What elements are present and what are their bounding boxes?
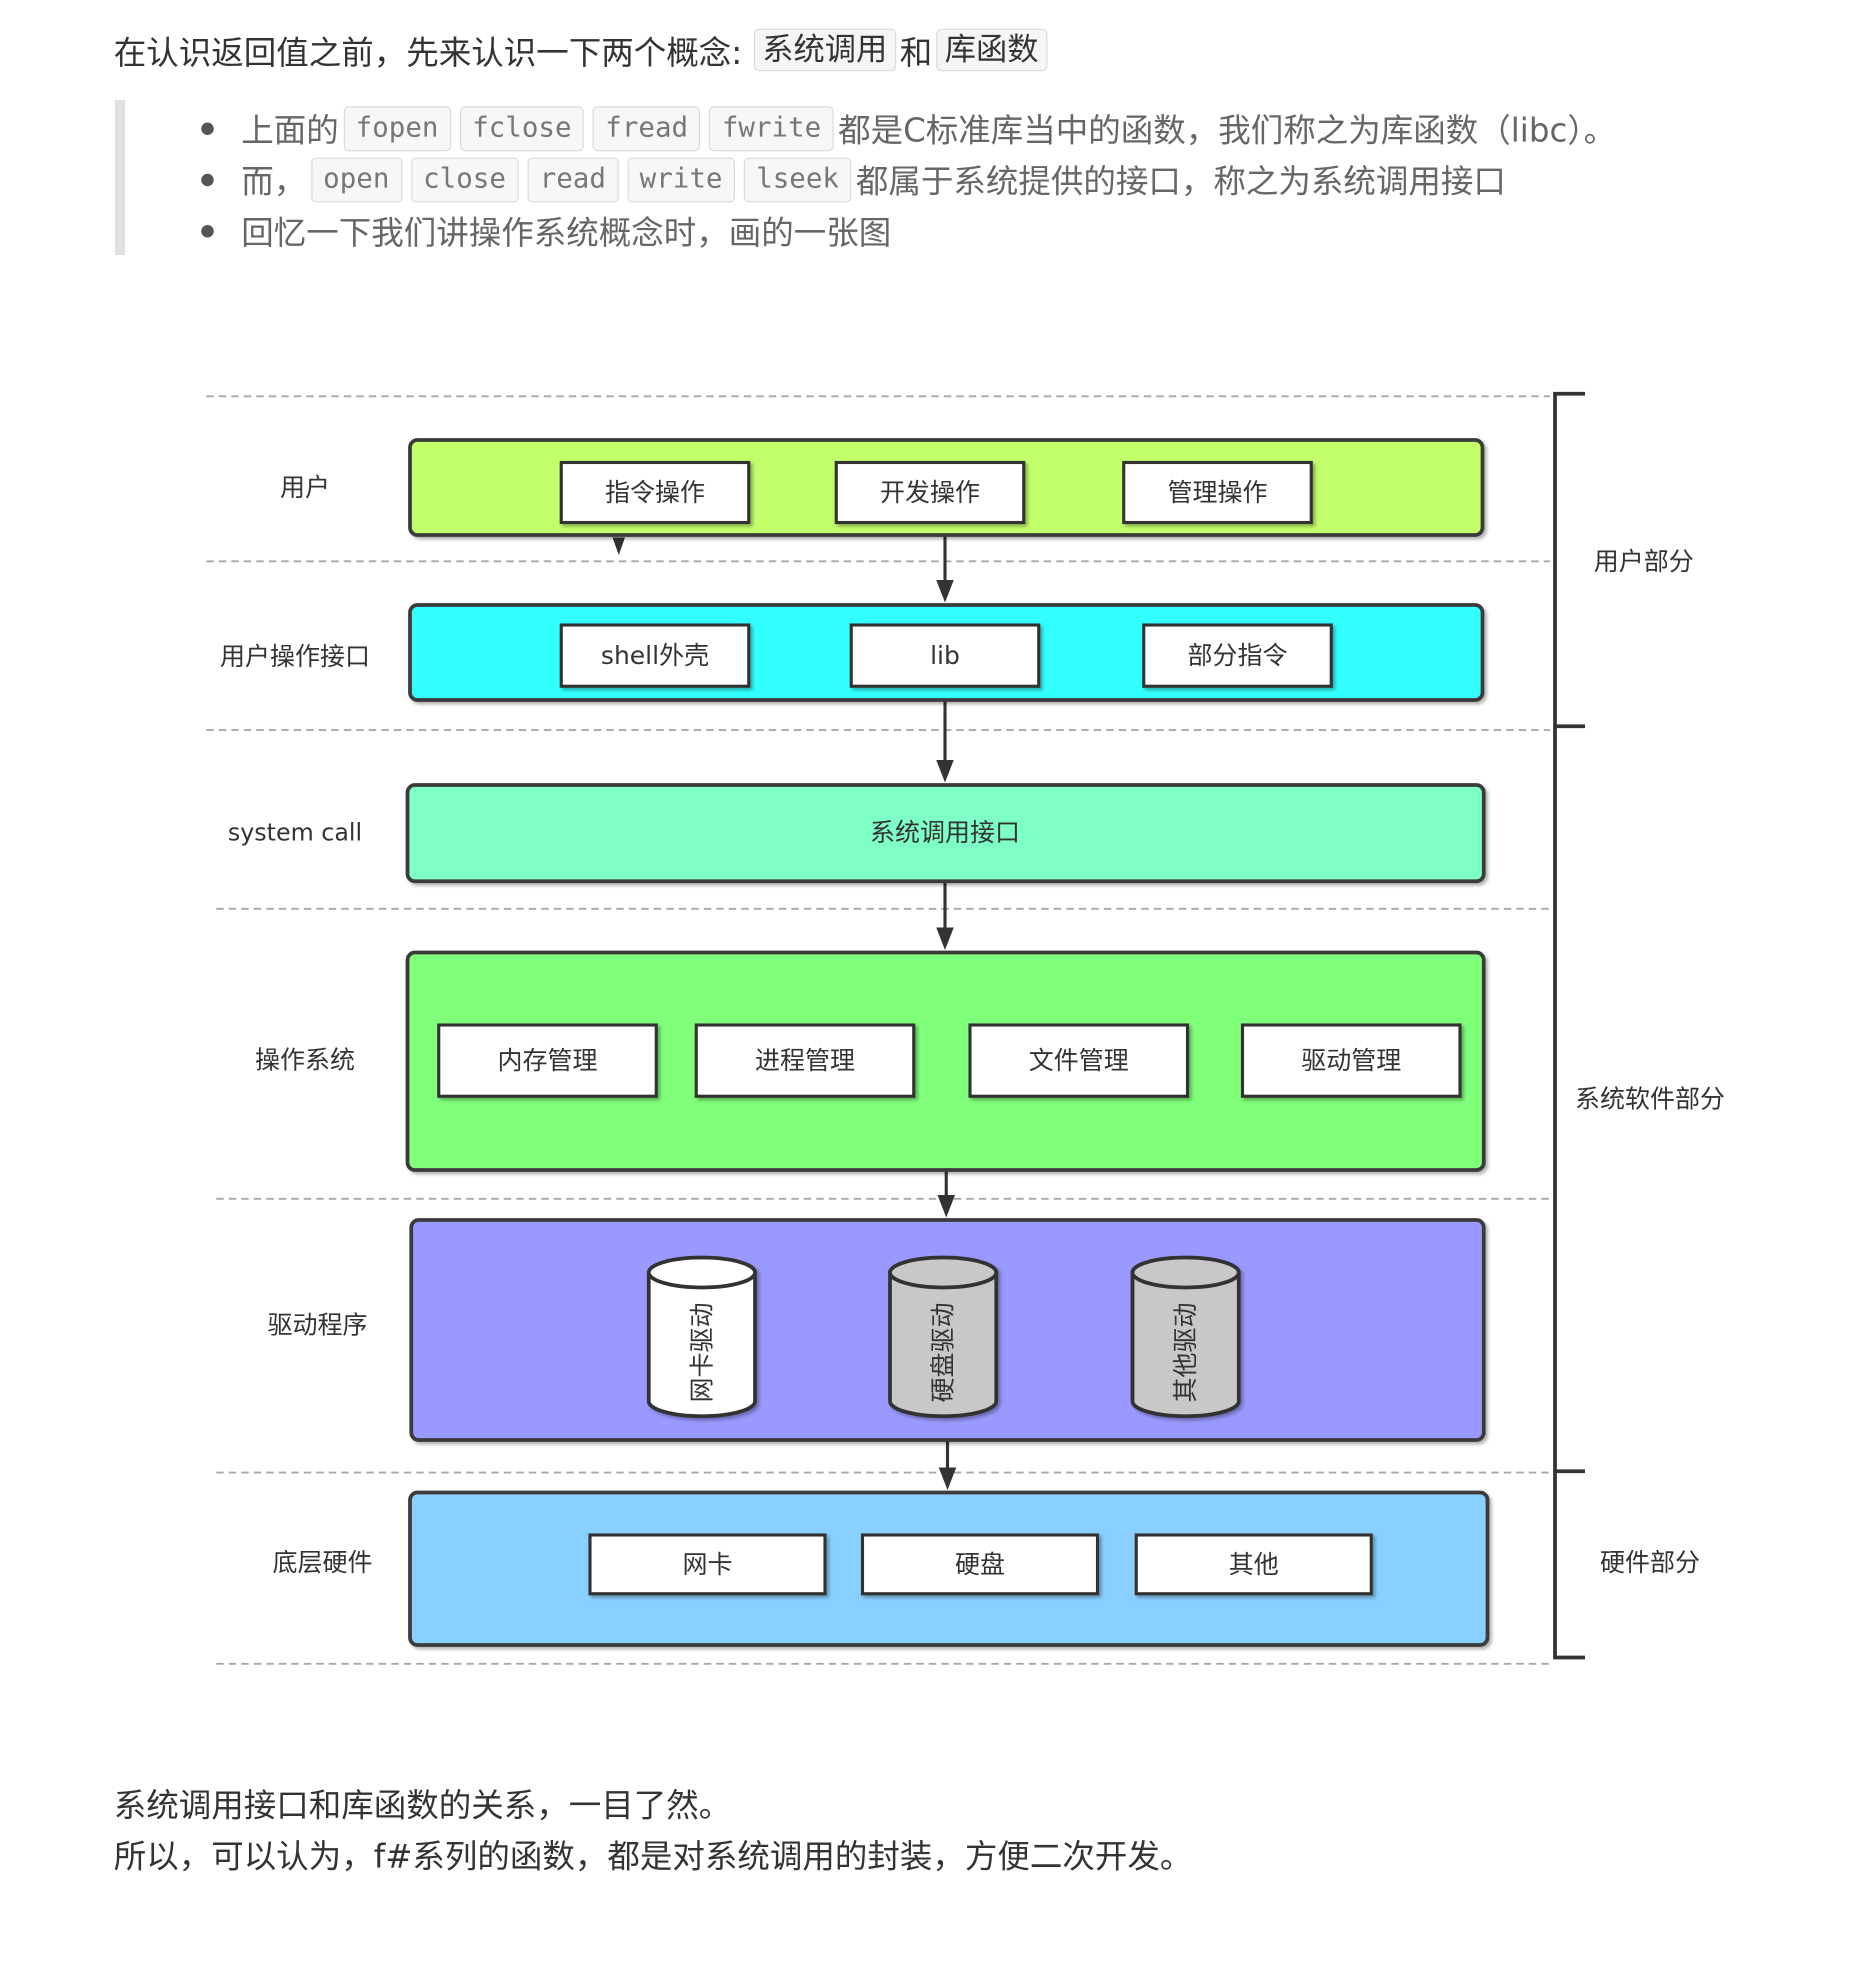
item-lib: lib	[930, 641, 960, 670]
list-item: 回忆一下我们讲操作系统概念时，画的一张图	[201, 205, 892, 256]
cylinder-other-driver	[1130, 1255, 1241, 1419]
arrowhead	[936, 580, 954, 603]
os-architecture-diagram: 用户部分 系统软件部分 硬件部分 用户 用户操作接口 system call 操…	[206, 391, 1725, 1665]
item-other-driver: 其他驱动	[1171, 1302, 1200, 1402]
conclusion-line-1: 系统调用接口和库函数的关系，一目了然。	[113, 1786, 732, 1825]
item-nic: 网卡	[682, 1550, 732, 1579]
item-box	[1122, 460, 1313, 525]
list-item-suffix: 都属于系统提供的接口，称之为系统调用接口	[855, 163, 1506, 202]
cylinder-disk-driver	[888, 1255, 999, 1419]
list-item-text: 回忆一下我们讲操作系统概念时，画的一张图	[241, 215, 892, 253]
layer-label-hardware: 底层硬件	[272, 1548, 372, 1577]
group-label-hardware-part: 硬件部分	[1600, 1548, 1700, 1577]
layer-operating-system-box	[405, 950, 1486, 1172]
item-command-ops: 指令操作	[605, 478, 705, 507]
code-fread: fread	[592, 105, 701, 151]
concept-system-call-code: 系统调用	[753, 28, 896, 72]
item-box	[968, 1023, 1190, 1098]
dashed-separators	[206, 395, 1550, 1665]
code-fwrite: fwrite	[709, 105, 834, 151]
arrowhead	[936, 760, 954, 783]
layer-label-user: 用户	[280, 473, 330, 502]
code-fclose: fclose	[459, 105, 585, 151]
item-box	[559, 623, 751, 688]
cylinder-top	[1130, 1255, 1241, 1290]
bullet-dot	[201, 121, 214, 135]
layer-label-user-interface: 用户操作接口	[220, 642, 370, 671]
layer-hardware: 网卡 硬盘 其他	[408, 1490, 1490, 1647]
list-item-suffix: 都是C标准库当中的函数，我们称之为库函数（libc）。	[838, 112, 1617, 151]
item-box	[1142, 623, 1333, 688]
item-box	[834, 460, 1026, 525]
group-label-user-part: 用户部分	[1594, 547, 1694, 576]
item-management-ops: 管理操作	[1167, 478, 1267, 507]
cylinder-body	[646, 1270, 757, 1419]
conclusion-line-2: 所以，可以认为，f#系列的函数，都是对系统调用的封装，方便二次开发。	[113, 1838, 1193, 1876]
group-bracket	[1553, 391, 1585, 1660]
code-fopen: fopen	[343, 105, 451, 151]
code-close: close	[410, 156, 519, 202]
flow-arrows	[612, 535, 957, 1490]
item-nic-driver: 网卡驱动	[687, 1302, 716, 1402]
intro-paragraph: 在认识返回值之前，先来认识一下两个概念: 系统调用 和 库函数	[114, 25, 1048, 75]
layer-label-drivers: 驱动程序	[267, 1311, 367, 1340]
bullet-dot	[201, 173, 214, 186]
item-box	[1240, 1023, 1462, 1098]
item-system-call-interface: 系统调用接口	[870, 818, 1020, 847]
item-box	[559, 460, 751, 525]
item-box	[588, 1533, 827, 1596]
arrowhead	[936, 927, 954, 950]
item-box	[849, 623, 1041, 688]
code-read: read	[527, 156, 619, 202]
arrowhead	[938, 1467, 957, 1490]
item-driver-management: 驱动管理	[1301, 1046, 1401, 1075]
layer-label-operating-system: 操作系统	[255, 1046, 355, 1075]
list-item: 而， open close read write lseek 都属于系统提供的接…	[201, 154, 1506, 205]
item-other: 其他	[1229, 1550, 1279, 1579]
item-memory-management: 内存管理	[497, 1046, 597, 1075]
code-write: write	[627, 156, 735, 202]
layer-label-system-call: system call	[228, 819, 362, 847]
item-file-management: 文件管理	[1029, 1046, 1129, 1075]
item-partial-commands: 部分指令	[1187, 641, 1287, 670]
concept-library-function-code: 库函数	[935, 28, 1048, 72]
layer-operating-system: 内存管理 进程管理 文件管理 驱动管理	[405, 950, 1486, 1172]
item-box	[437, 1023, 658, 1098]
cylinder-top	[888, 1255, 999, 1290]
code-open: open	[310, 156, 402, 202]
cylinder-body	[1130, 1270, 1241, 1419]
cylinder-top	[646, 1255, 757, 1290]
item-shell: shell外壳	[601, 641, 709, 670]
cylinder-nic-driver	[646, 1255, 757, 1419]
item-box	[1134, 1533, 1373, 1596]
stray-arrowhead	[612, 537, 625, 555]
item-box	[860, 1533, 1100, 1596]
list-item-prefix: 上面的	[241, 112, 339, 151]
layer-drivers: 网卡驱动 硬盘驱动 其他驱动	[409, 1218, 1486, 1442]
layer-user-interface: shell外壳 lib 部分指令	[408, 603, 1485, 702]
arrowhead	[937, 1195, 955, 1218]
cylinder-body	[888, 1270, 999, 1419]
item-disk-driver: 硬盘驱动	[929, 1302, 958, 1402]
item-process-management: 进程管理	[755, 1046, 855, 1075]
item-development-ops: 开发操作	[880, 478, 980, 507]
intro-connector: 和	[899, 34, 933, 72]
layer-user: 指令操作 开发操作 管理操作	[408, 438, 1485, 537]
bullet-dot	[201, 224, 214, 237]
item-box	[694, 1023, 916, 1098]
layer-system-call-box	[405, 783, 1486, 884]
layer-system-call: 系统调用接口	[405, 783, 1486, 884]
list-item: 上面的 fopen fclose fread fwrite 都是C标准库当中的函…	[201, 103, 1617, 154]
item-disk: 硬盘	[955, 1550, 1005, 1579]
group-label-system-software-part: 系统软件部分	[1575, 1084, 1725, 1113]
blockquote: 上面的 fopen fclose fread fwrite 都是C标准库当中的函…	[115, 100, 1800, 255]
list-item-prefix: 而，	[241, 163, 307, 202]
code-lseek: lseek	[743, 156, 852, 202]
intro-text: 在认识返回值之前，先来认识一下两个概念:	[113, 34, 743, 72]
